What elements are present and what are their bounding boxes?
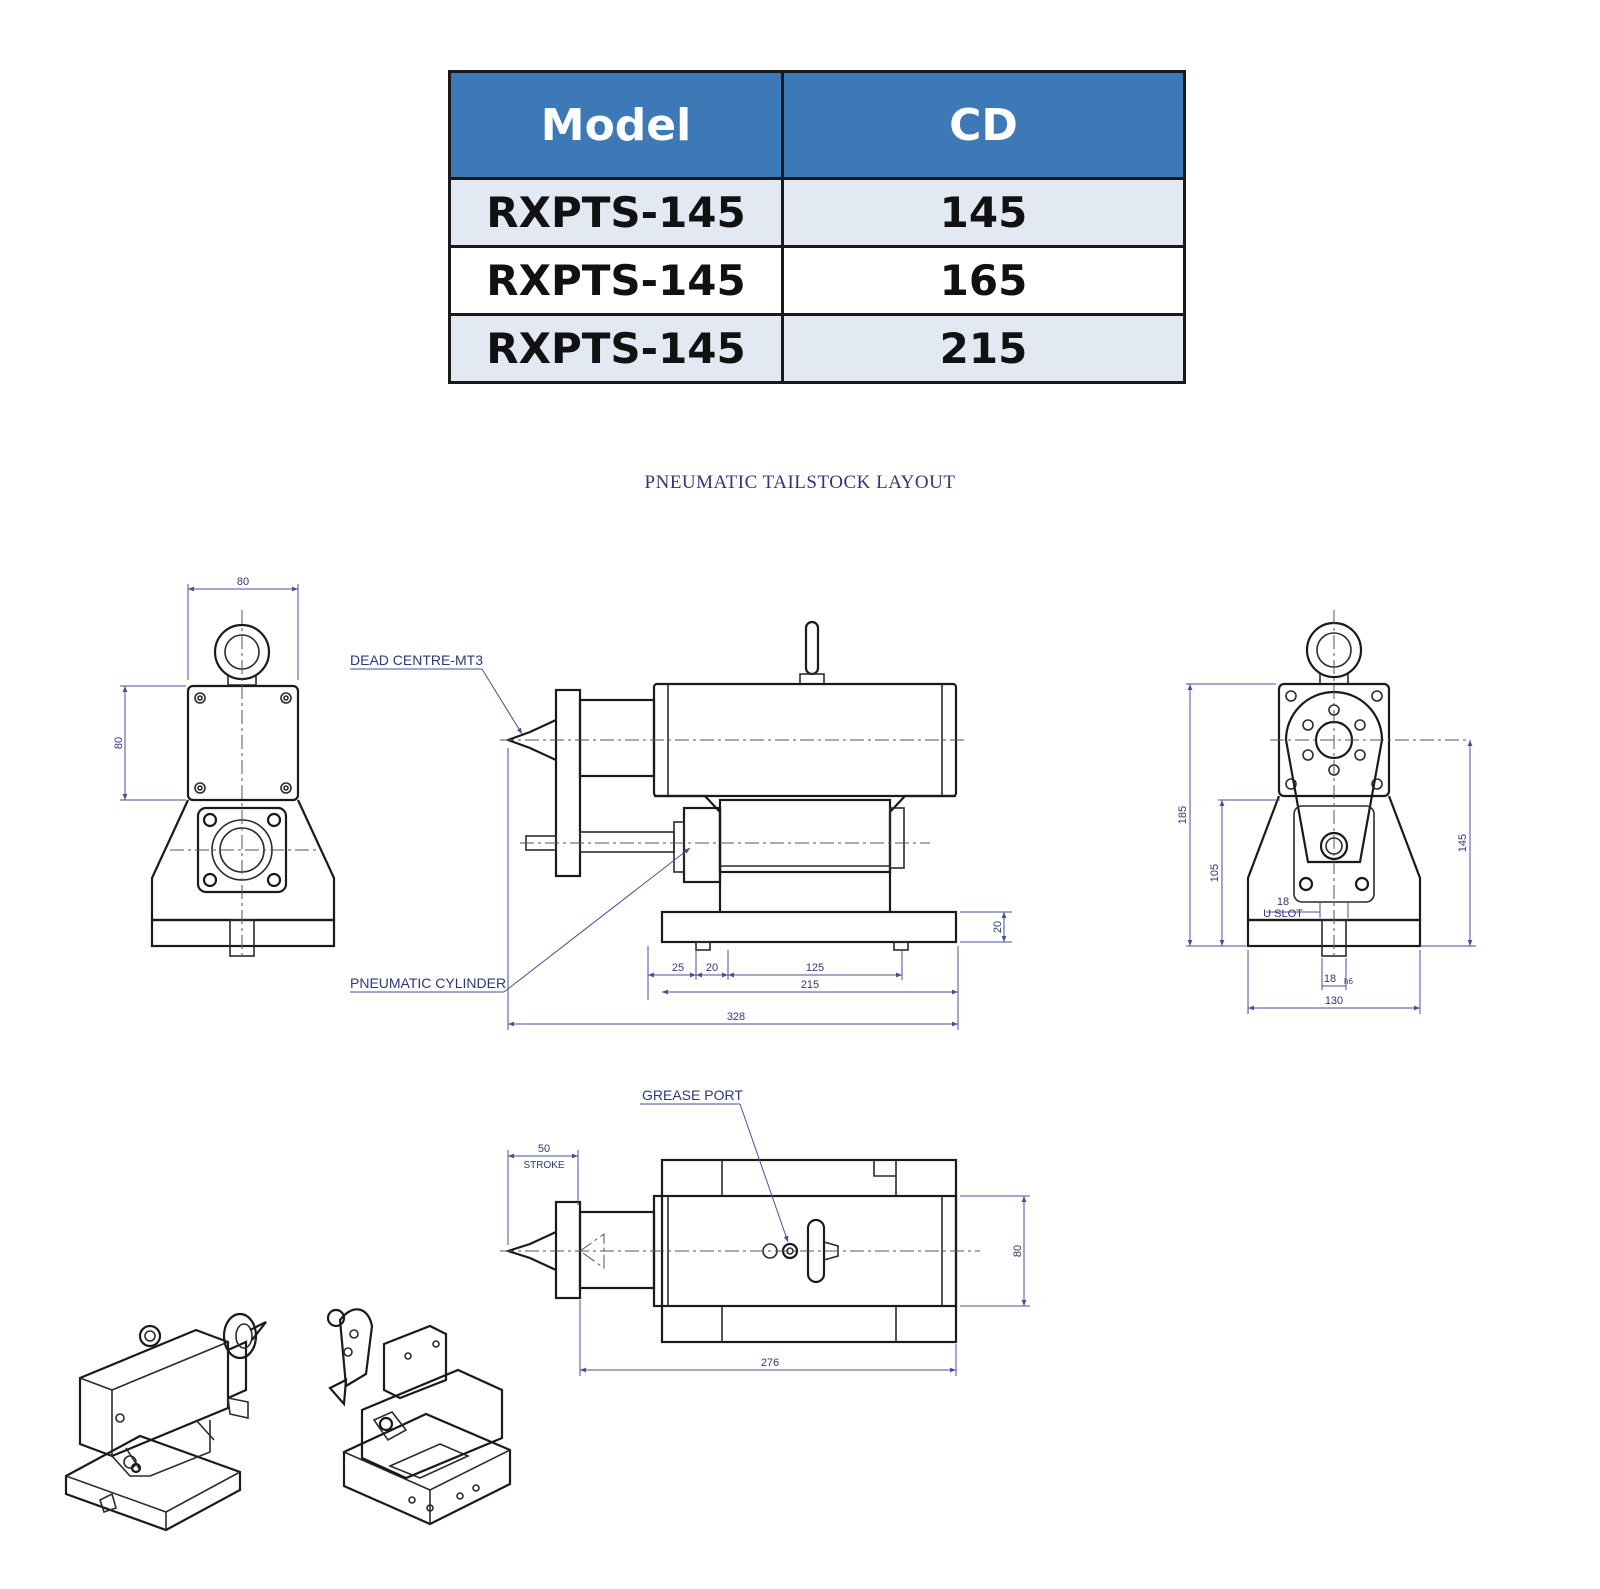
tolerance-h6: h6 [1344, 977, 1353, 986]
dim-20: 20 [706, 962, 718, 974]
dim-105: 105 [1209, 864, 1221, 882]
side-view: DEAD CENTRE-MT3 PNEUMATIC CYLINDER 20 25… [350, 620, 1012, 1030]
end-view: 185 105 145 18 U SLOT 18 h6 130 [1177, 610, 1476, 1014]
iso2-housing [382, 1324, 448, 1400]
cell-model: RXPTS-145 [448, 245, 784, 316]
iso1-housing [78, 1328, 230, 1458]
end-bracket [1284, 690, 1384, 864]
iso2-base [342, 1412, 512, 1526]
dim-18-key: 18 [1324, 973, 1336, 985]
dim-328: 328 [727, 1011, 745, 1023]
dim-276: 276 [761, 1357, 779, 1369]
dim-215: 215 [801, 979, 819, 991]
iso2-body [360, 1368, 504, 1480]
drawing-title: PNEUMATIC TAILSTOCK LAYOUT [644, 472, 956, 493]
cell-cd: 165 [781, 245, 1186, 316]
table-row: RXPTS-145 215 [448, 313, 1186, 384]
callout-grease-port: GREASE PORT [642, 1087, 743, 1103]
cell-cd: 215 [781, 313, 1186, 384]
side-base [660, 910, 958, 944]
side-piston-rod [579, 831, 675, 853]
dim-145: 145 [1457, 834, 1469, 852]
callout-pneumatic-cylinder: PNEUMATIC CYLINDER [350, 975, 506, 991]
iso1-base [64, 1434, 242, 1532]
header-cd: CD [781, 70, 1186, 180]
cell-model: RXPTS-145 [448, 313, 784, 384]
isometric-view-right [326, 1308, 512, 1526]
dim-185: 185 [1177, 806, 1189, 824]
front-body [150, 799, 336, 922]
isometric-view-left [64, 1312, 267, 1532]
dim-25: 25 [672, 962, 684, 974]
side-quill [578, 698, 656, 778]
dim-front-width: 80 [237, 576, 249, 588]
top-flange [554, 1200, 582, 1300]
front-head-plate [186, 684, 300, 802]
header-model: Model [448, 70, 784, 180]
table-header-row: Model CD [448, 70, 1186, 180]
side-cylinder [718, 798, 892, 874]
callout-dead-centre: DEAD CENTRE-MT3 [350, 652, 483, 668]
dim-front-height: 80 [113, 737, 125, 749]
cell-cd: 145 [781, 177, 1186, 248]
side-handle [804, 620, 820, 676]
table-row: RXPTS-145 145 [448, 177, 1186, 248]
dim-stroke-value: 50 [538, 1143, 550, 1155]
front-view: 80 80 [113, 576, 336, 960]
top-view: GREASE PORT 50 STROKE 80 276 [500, 1087, 1030, 1376]
cell-model: RXPTS-145 [448, 177, 784, 248]
spec-table: Model CD RXPTS-145 145 RXPTS-145 165 RXP… [448, 70, 1186, 384]
dim-base-thickness: 20 [992, 921, 1004, 933]
table-row: RXPTS-145 165 [448, 245, 1186, 316]
dim-stroke-label: STROKE [523, 1160, 564, 1171]
top-quill [578, 1210, 656, 1290]
u-slot-label: U SLOT [1263, 908, 1303, 920]
side-flange [554, 688, 582, 878]
dim-18-slot: 18 [1277, 896, 1289, 908]
iso1-lifting-eye [138, 1324, 162, 1348]
front-base [150, 918, 336, 948]
dim-top-80: 80 [1012, 1245, 1024, 1257]
dim-130: 130 [1325, 995, 1343, 1007]
dim-125: 125 [806, 962, 824, 974]
iso2-bracket [338, 1308, 374, 1388]
